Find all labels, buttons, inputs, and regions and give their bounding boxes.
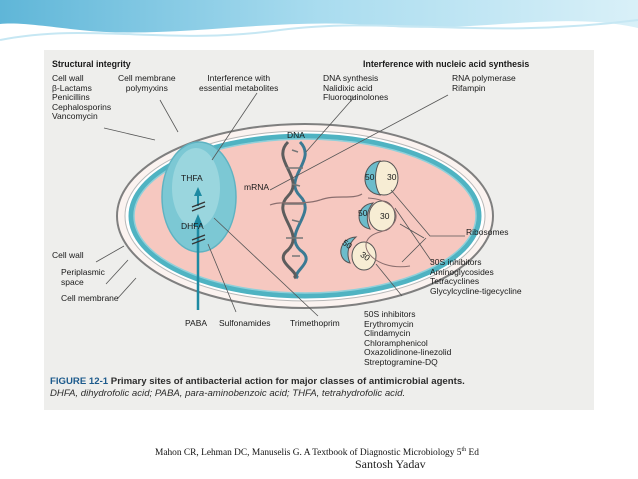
- reference-superscript: th: [461, 447, 467, 453]
- leader-lines: [95, 92, 465, 317]
- label-rna-polymerase: RNA polymerase Rifampin: [452, 73, 516, 93]
- label-cell-wall-agents: Cell wall β-Lactams Penicillins Cephalos…: [52, 73, 112, 121]
- heading-nucleic-acid-synthesis: Interference with nucleic acid synthesis: [363, 59, 530, 69]
- label-dna-synthesis: DNA synthesis Nalidixic acid Fluoroquino…: [323, 73, 389, 102]
- reference-end: Ed: [466, 448, 479, 459]
- label-cell-membrane: Cell membrane: [61, 293, 119, 303]
- block-mark-dhfa: [191, 201, 206, 212]
- label-dna: DNA: [287, 130, 305, 140]
- label-thfa: THFA: [181, 173, 203, 183]
- ribosome-1: [364, 160, 399, 196]
- label-50s-inhibitors: 50S inhibitors Erythromycin Clindamycin …: [364, 309, 452, 367]
- header-wave: [0, 0, 638, 33]
- label-mrna: mRNA: [244, 182, 270, 192]
- footer-author: Santosh Yadav: [355, 457, 426, 471]
- label-cell-membrane-agents: Cell membrane polymyxins: [118, 73, 176, 93]
- ribosome-1-large-label: 50: [365, 172, 375, 182]
- label-trimethoprim: Trimethoprim: [290, 318, 340, 328]
- ribosome-2-small-label: 30: [380, 211, 390, 221]
- header-wave-line: [0, 19, 638, 41]
- ribosome-1-small-label: 30: [387, 172, 397, 182]
- label-periplasmic-space: Periplasmic space: [61, 267, 105, 287]
- ribosome-2-large-label: 50: [358, 208, 368, 218]
- label-essential-metabolites: Interference with essential metabolites: [199, 73, 279, 93]
- label-sulfonamides: Sulfonamides: [219, 318, 271, 328]
- ribosome-3: [340, 236, 377, 271]
- figure-number: FIGURE 12-1: [50, 376, 109, 387]
- label-paba: PABA: [185, 318, 208, 328]
- figure-definitions: DHFA, dihydrofolic acid; PABA, para-amin…: [50, 388, 406, 399]
- footer-reference: Mahon CR, Lehman DC, Manuselis G. A Text…: [155, 447, 479, 458]
- figure-title: Primary sites of antibacterial action fo…: [110, 376, 465, 387]
- figure-caption: FIGURE 12-1 Primary sites of antibacteri…: [50, 376, 590, 400]
- dna-helix: [281, 140, 308, 280]
- ribosome-mrna: [365, 197, 411, 268]
- heading-structural-integrity: Structural integrity: [52, 59, 131, 69]
- reference-text: Mahon CR, Lehman DC, Manuselis G. A Text…: [155, 448, 462, 459]
- label-30s-inhibitors: 30S inhibitors Aminoglycosides Tetracycl…: [430, 257, 522, 296]
- label-dhfa: DHFA: [181, 221, 204, 231]
- mrna-strand: [269, 193, 363, 206]
- block-mark-paba: [191, 234, 206, 245]
- label-ribosomes: Ribosomes: [466, 227, 509, 237]
- label-cell-wall: Cell wall: [52, 250, 84, 260]
